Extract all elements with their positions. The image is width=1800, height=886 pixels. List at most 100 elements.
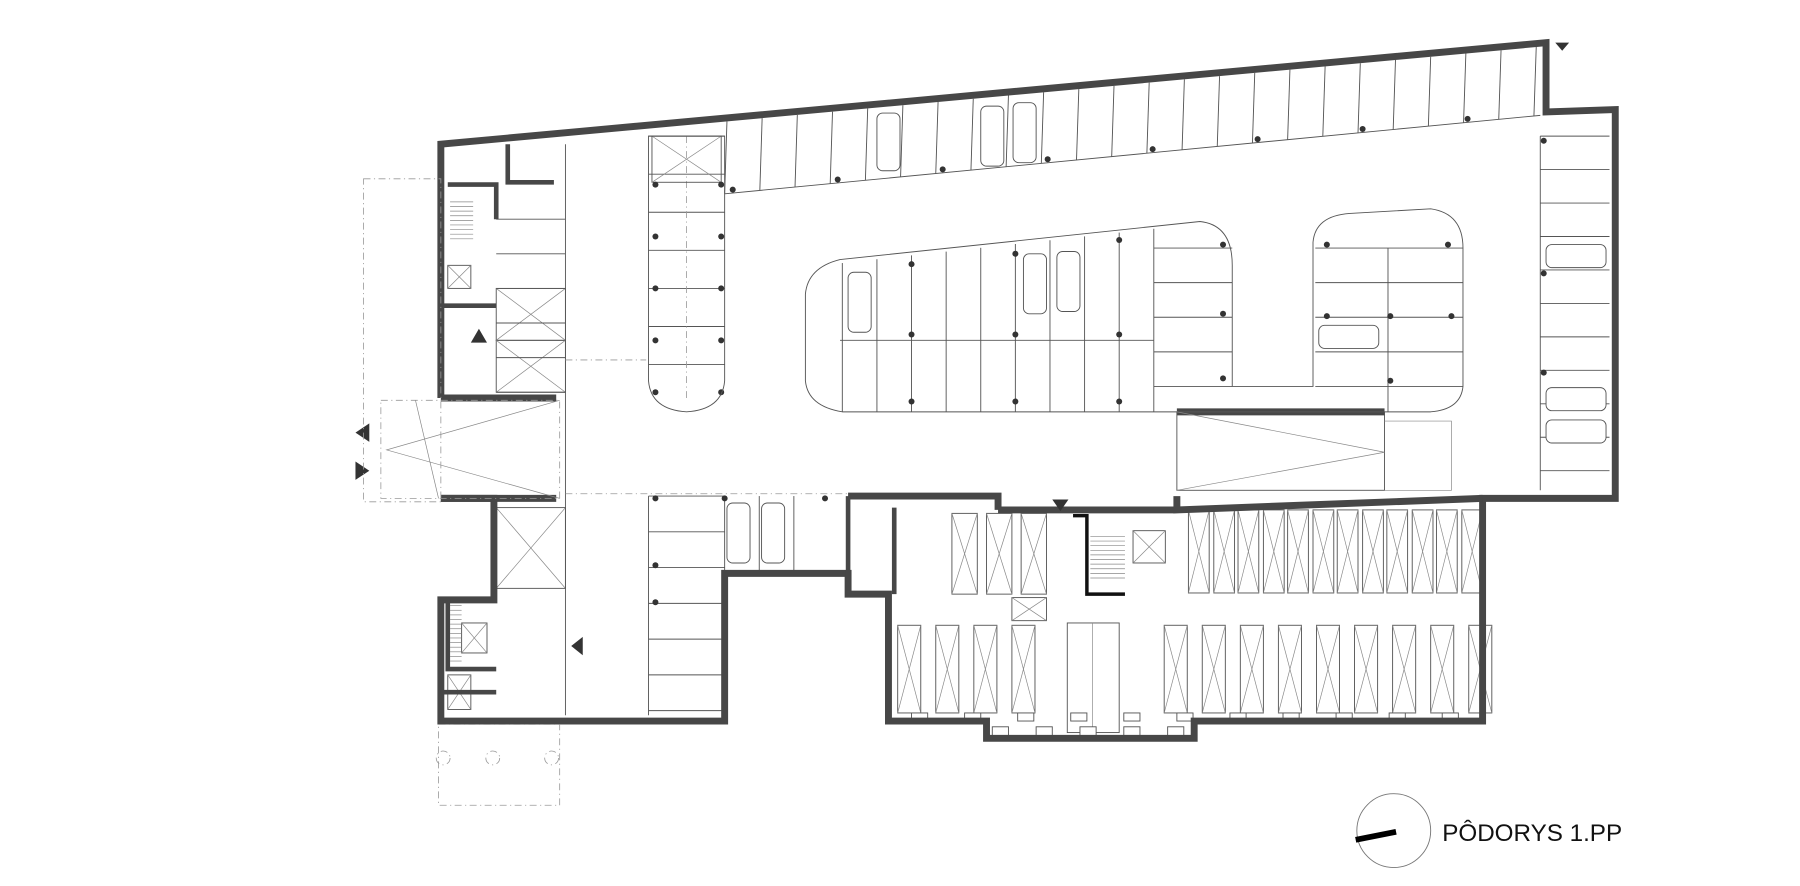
stair-wall (1073, 513, 1125, 596)
column (834, 176, 841, 183)
stall-divider (1463, 53, 1467, 123)
stall-divider (1181, 79, 1185, 150)
window (1176, 712, 1194, 722)
column (721, 495, 728, 502)
storage-cell-cross (1263, 509, 1285, 594)
ramp-arrow-icon (355, 461, 370, 480)
column (1540, 270, 1547, 277)
storage-cell-cross (951, 513, 978, 595)
storage-cell (1362, 509, 1384, 594)
stall-divider (864, 108, 869, 181)
window (1167, 726, 1185, 737)
storage-cell-cross (1188, 509, 1210, 594)
entry-ramp (355, 178, 561, 503)
stall-divider (1533, 47, 1537, 116)
storage-cell (1386, 509, 1409, 594)
stall-divider (1357, 63, 1361, 133)
north-arrow-needle (1355, 828, 1397, 843)
internal-ramp (1176, 411, 1452, 491)
car (876, 112, 901, 172)
window (1079, 726, 1097, 737)
column (1323, 313, 1330, 320)
column (1044, 156, 1051, 163)
storage-cell-cross (1201, 625, 1226, 714)
car (847, 271, 872, 333)
column (1116, 398, 1123, 405)
column (652, 562, 659, 569)
storage-cell-cross (651, 135, 722, 183)
stall-divider (794, 114, 798, 188)
storage-cell-cross (1213, 509, 1235, 594)
plan-title-block: PÔDORYS 1.PP (1355, 793, 1622, 869)
stall-divider (1251, 72, 1256, 144)
storage-cell (1239, 624, 1264, 714)
storage-cell-cross (495, 507, 566, 589)
storage-cell (951, 512, 978, 595)
storage-cell-cross (1237, 509, 1260, 594)
storage-cell-cross (1278, 625, 1302, 714)
storage-cell (973, 624, 998, 714)
storage-cell-cross (973, 625, 998, 714)
storage-cell-cross (1386, 509, 1408, 594)
column (1359, 125, 1366, 132)
storage-cell-cross (1336, 509, 1359, 594)
column (1220, 310, 1227, 317)
column (1323, 241, 1330, 248)
window (991, 726, 1009, 737)
column (908, 331, 915, 338)
column (652, 233, 659, 240)
column (908, 261, 915, 268)
storage-cell (1132, 530, 1166, 564)
window (1123, 712, 1141, 722)
storage-cell (935, 624, 960, 714)
storage-cell (1411, 509, 1434, 594)
stall-divider (759, 118, 763, 191)
column (1448, 313, 1455, 320)
storage-cell (897, 624, 922, 714)
storage-cell-cross (1020, 513, 1047, 595)
column (1254, 136, 1261, 143)
plan-title: PÔDORYS 1.PP (1442, 819, 1622, 847)
column (652, 389, 659, 396)
column (718, 233, 725, 240)
column (1012, 331, 1019, 338)
column (1540, 369, 1547, 376)
column (1116, 236, 1123, 243)
storage-cell-cross (1163, 625, 1188, 714)
car (1056, 251, 1081, 312)
plan-details (435, 47, 1610, 766)
storage-cell-cross (1312, 509, 1335, 594)
north-arrow-icon (1356, 793, 1432, 869)
direction-arrow-icon (571, 636, 583, 656)
storage-cell-cross (935, 625, 960, 714)
column (652, 181, 659, 188)
storage-cell (1262, 509, 1285, 594)
ramp-arrow-icon (355, 423, 370, 442)
parking-island (804, 208, 1464, 413)
stall-divider (970, 98, 974, 171)
storage-cell-cross (1362, 509, 1384, 594)
column (1149, 146, 1156, 153)
car (1012, 102, 1037, 164)
window (1070, 712, 1088, 722)
column (718, 285, 725, 292)
column (1540, 137, 1547, 144)
car (1545, 244, 1607, 269)
column (822, 495, 829, 502)
column (1444, 241, 1451, 248)
storage-cell-cross (1392, 625, 1417, 714)
stall-line (724, 114, 1541, 195)
window (1035, 726, 1053, 737)
storage-cell-cross (986, 513, 1013, 595)
stall-divider (1392, 59, 1396, 130)
car (726, 502, 751, 564)
storage-cell-cross (1239, 625, 1264, 714)
column (718, 181, 725, 188)
direction-arrow-icon (470, 328, 487, 343)
stall-divider (1146, 82, 1150, 154)
column (652, 285, 659, 292)
column (652, 495, 659, 502)
stall-divider (1005, 95, 1009, 167)
storage-cell-cross (1011, 625, 1036, 714)
core-wall (440, 394, 1483, 514)
